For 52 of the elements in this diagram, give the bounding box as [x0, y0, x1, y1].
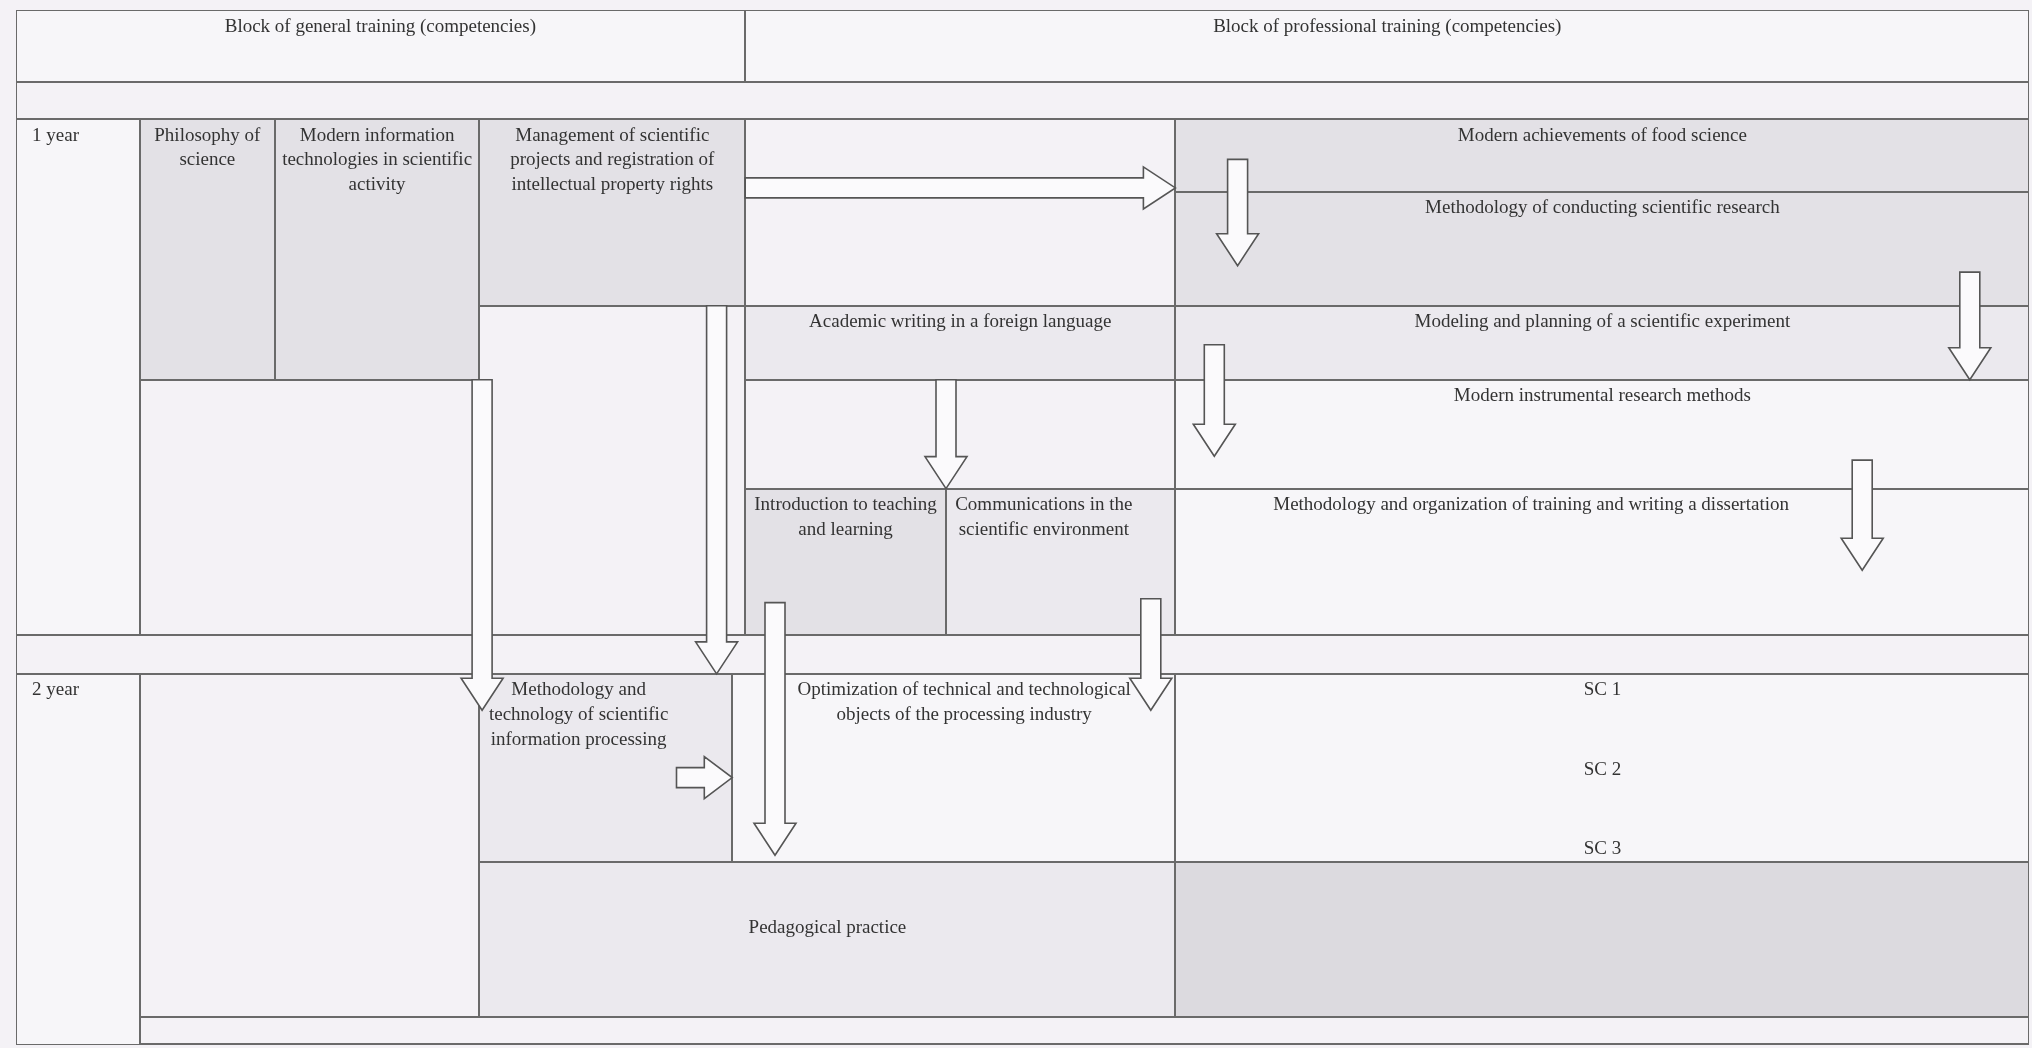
block-arrow: [1947, 271, 1993, 382]
course-name: Methodology and technology of scientific information processing: [487, 677, 670, 751]
course-name: Management of scientific projects and registration of intellectual property rights: [509, 122, 716, 197]
block-arrow: [675, 755, 734, 801]
year-box: [15, 673, 140, 1045]
course-box: [479, 673, 733, 862]
course-name: Optimization of technical and technological objects of the processing industry: [796, 677, 1132, 727]
block-arrow: [1215, 158, 1261, 268]
column-heading: Block of professional training (competencies): [1213, 13, 1562, 38]
course-box: [139, 119, 275, 380]
year-label: 2 year: [32, 677, 81, 702]
competency-label: SC 3: [1583, 836, 1622, 861]
course-box: [479, 861, 1176, 1018]
course-name: Methodology of conducting scientific research: [1425, 195, 1780, 220]
competency-label: SC 2: [1583, 756, 1622, 781]
column-heading: Block of general training (competencies): [224, 13, 536, 38]
course-name: Introduction to teaching and learning: [753, 492, 938, 541]
course-box: [1175, 119, 2030, 192]
course-box: [745, 305, 1176, 380]
course-name: Modeling and planning of a scientific experiment: [1414, 309, 1791, 334]
course-name: Academic writing in a foreign language: [809, 309, 1112, 334]
course-box: [479, 119, 746, 306]
competency-label: SC 1: [1583, 677, 1622, 702]
course-name: Philosophy of science: [153, 122, 262, 172]
course-box: [1175, 191, 2030, 306]
block-arrow: [1839, 459, 1885, 572]
course-box: [946, 488, 1176, 635]
competency-box: [1175, 673, 2030, 862]
course-name: Modern instrumental research methods: [1453, 383, 1751, 408]
block-arrow: [923, 378, 969, 491]
course-box: [745, 488, 946, 635]
course-name: Methodology and organization of training and writing a dissertation: [1273, 492, 1789, 517]
course-box: [1175, 305, 2030, 380]
course-box: [1175, 379, 2030, 489]
year-label: 1 year: [32, 122, 81, 147]
block-arrow: [459, 378, 505, 712]
block-arrow: [1128, 597, 1174, 712]
course-name: Modern information technologies in scientific activity: [281, 122, 474, 197]
course-box: [274, 119, 480, 380]
block-arrow: [694, 305, 740, 676]
course-box: [732, 673, 1176, 862]
block-arrow: [1191, 343, 1237, 458]
header-box: [745, 10, 2030, 82]
course-name: Modern achievements of food science: [1457, 122, 1747, 147]
shaded-box: [1175, 861, 2030, 1018]
course-name: Pedagogical practice: [748, 914, 907, 939]
block-arrow: [744, 165, 1177, 211]
year-box: [15, 119, 140, 635]
course-name: Communications in the scientific environment: [954, 492, 1133, 541]
course-box: [1175, 488, 2030, 635]
block-arrow: [752, 601, 798, 857]
header-box: [15, 10, 746, 82]
